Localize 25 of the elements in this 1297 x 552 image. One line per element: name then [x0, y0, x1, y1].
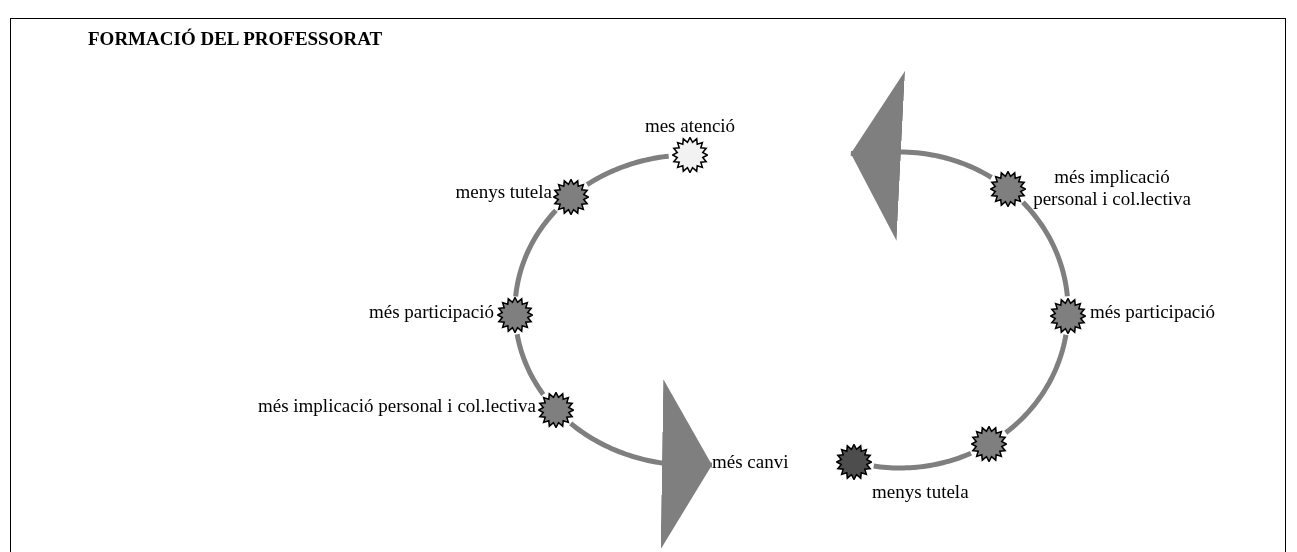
- star-marker: [835, 443, 872, 480]
- curved-connector: [514, 333, 546, 396]
- marker-label: més participació: [368, 301, 494, 323]
- curved-connector: [585, 153, 669, 187]
- curved-connector: [1004, 334, 1069, 435]
- marker-label: més implicació personal i col.lectiva: [1032, 166, 1192, 210]
- star-marker: [1049, 297, 1086, 334]
- star-marker: [672, 137, 708, 173]
- curved-connector: [513, 208, 558, 297]
- star-marker: [497, 297, 534, 334]
- diagram-title: FORMACIÓ DEL PROFESSORAT: [88, 28, 383, 50]
- star-marker: [990, 170, 1026, 207]
- star-marker: [552, 178, 589, 215]
- star-marker: [537, 391, 574, 428]
- marker-label: mes atenció: [644, 115, 736, 137]
- marker-label: més participació: [1090, 301, 1216, 323]
- star-marker: [971, 426, 1007, 462]
- node-label: més canvi: [712, 451, 789, 473]
- curved-arrow: [569, 379, 713, 550]
- curved-connector: [873, 450, 972, 471]
- marker-label: menys tutela: [872, 481, 969, 503]
- curved-connector: [1021, 200, 1070, 297]
- marker-label: menys tutela: [455, 181, 552, 203]
- marker-label: més implicació personal i col.lectiva: [257, 395, 536, 417]
- curved-arrow: [850, 71, 993, 241]
